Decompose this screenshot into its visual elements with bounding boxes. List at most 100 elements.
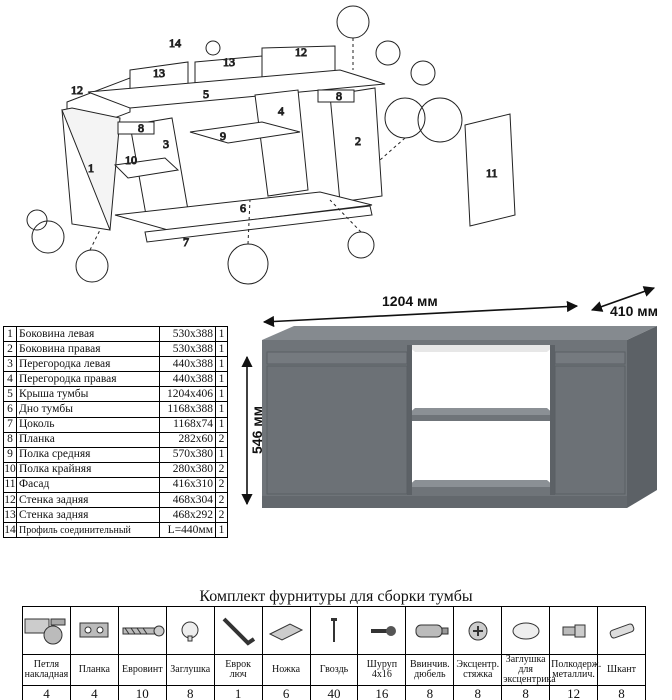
parts-n-cell: 3 [3, 356, 17, 373]
cabinet-side [627, 326, 657, 508]
hardware-icon-cell [405, 606, 455, 655]
parts-n-cell: 11 [3, 476, 17, 494]
hardware-qty-cell: 4 [22, 685, 71, 700]
parts-qty-cell: 1 [215, 386, 228, 403]
parts-n-cell: 9 [3, 446, 17, 463]
width-dimension: 1204 мм [382, 293, 438, 309]
hardware-name-cell: Заглушка для эксцентрика [501, 654, 556, 686]
hardware-name-cell: Заглушка [165, 654, 215, 686]
middle-shelf [407, 415, 555, 421]
parts-n-cell: 8 [3, 431, 17, 448]
hardware-qty-cell: 12 [549, 685, 599, 700]
hardware-icon-cell [261, 606, 311, 655]
parts-qty-cell: 2 [215, 461, 228, 478]
part-label: 12 [295, 45, 307, 59]
hardware-qty-cell: 10 [117, 685, 167, 700]
hardware-name-cell: Планка [69, 654, 119, 686]
cam-lock-icon [454, 617, 501, 645]
parts-name-cell: Стенка задняя [16, 507, 160, 524]
side-panel-2 [329, 87, 383, 203]
hardware-kit-title: Комплект фурнитуры для сборки тумбы [199, 588, 473, 605]
hardware-icon-cell [165, 606, 215, 655]
parts-name-cell: Полка средняя [16, 446, 160, 463]
shelf-10 [113, 157, 180, 179]
hardware-icon-cell [549, 606, 599, 655]
hardware-name-cell: Еврок люч [213, 654, 263, 686]
parts-n-cell: 7 [3, 416, 17, 433]
cam-cap-icon [502, 619, 549, 643]
part-label: 3 [163, 137, 169, 151]
product-dimension-drawing: 1204 мм 410 мм 546 мм [232, 282, 672, 572]
parts-name-cell: Боковина правая [16, 341, 160, 358]
part-label: 13 [223, 55, 235, 69]
plinth-7 [144, 205, 373, 243]
parts-qty-cell: 2 [215, 492, 228, 509]
left-door [266, 365, 408, 495]
parts-size-cell: 416х310 [159, 476, 216, 494]
facade-11 [464, 113, 516, 227]
hardware-name-cell: Ввинчив. дюбель [405, 654, 455, 686]
part-label: 11 [486, 166, 498, 180]
hardware-icon-cell [69, 606, 119, 655]
hardware-icon-cell [453, 606, 503, 655]
part-label: 4 [278, 104, 284, 118]
parts-size-cell: 282х60 [159, 431, 216, 448]
parts-size-cell: 280х380 [159, 461, 216, 478]
parts-qty-cell: 1 [215, 416, 228, 433]
nail-icon [311, 616, 358, 646]
parts-size-cell: 468х292 [159, 507, 216, 524]
euro-screw-icon [119, 619, 166, 643]
parts-name-cell: Профиль соединительный [16, 522, 160, 539]
right-door [554, 365, 626, 495]
parts-name-cell: Перегородка правая [16, 371, 160, 388]
hardware-qty-cell: 8 [165, 685, 215, 700]
partition-4 [254, 89, 309, 197]
depth-dimension: 410 мм [610, 303, 658, 319]
parts-name-cell: Фасад [16, 476, 160, 494]
furniture-foot-icon [263, 616, 310, 646]
part-label: 8 [336, 89, 342, 103]
parts-name-cell: Полка крайняя [16, 461, 160, 478]
parts-qty-cell: 1 [215, 341, 228, 358]
part-label: 6 [240, 201, 246, 215]
hardware-qty-cell: 16 [357, 685, 407, 700]
part-label: 1 [88, 161, 94, 175]
hardware-name-cell: Евровинт [117, 654, 167, 686]
parts-size-cell: 1204х406 [159, 386, 216, 403]
bottom-panel-6 [114, 191, 373, 231]
hardware-qty-cell: 8 [501, 685, 551, 700]
parts-size-cell: 440х388 [159, 356, 216, 373]
cabinet-plinth [262, 496, 627, 508]
parts-size-cell: 440х388 [159, 371, 216, 388]
shelf-pin-icon [550, 619, 597, 643]
hardware-name-cell: Шуруп 4х16 [357, 654, 407, 686]
hardware-qty-cell: 8 [597, 685, 646, 700]
screw-icon [358, 620, 405, 642]
hardware-icon-cell [22, 606, 71, 655]
hardware-name-cell: Ножка [261, 654, 311, 686]
height-dimension: 546 мм [249, 406, 265, 454]
parts-n-cell: 10 [3, 461, 17, 478]
hardware-icon-cell [501, 606, 551, 655]
hardware-name-cell: Полкодерж. металлич. [549, 654, 601, 686]
hardware-name-cell: Гвоздь [309, 654, 359, 686]
parts-n-cell: 14 [3, 522, 17, 539]
part-label: 13 [153, 66, 165, 80]
parts-size-cell: 530х388 [159, 325, 216, 343]
cabinet [262, 326, 657, 508]
parts-size-cell: 468х304 [159, 492, 216, 509]
part-label: 12 [71, 83, 83, 97]
hex-key-icon [215, 613, 262, 649]
exploded-assembly-diagram: 1 2 3 4 5 6 7 8 8 9 10 11 12 12 13 13 14 [0, 0, 672, 300]
parts-n-cell: 5 [3, 386, 17, 403]
hardware-qty-cell: 1 [213, 685, 263, 700]
parts-n-cell: 12 [3, 492, 17, 509]
parts-n-cell: 1 [3, 325, 17, 343]
parts-name-cell: Боковина левая [16, 325, 160, 343]
